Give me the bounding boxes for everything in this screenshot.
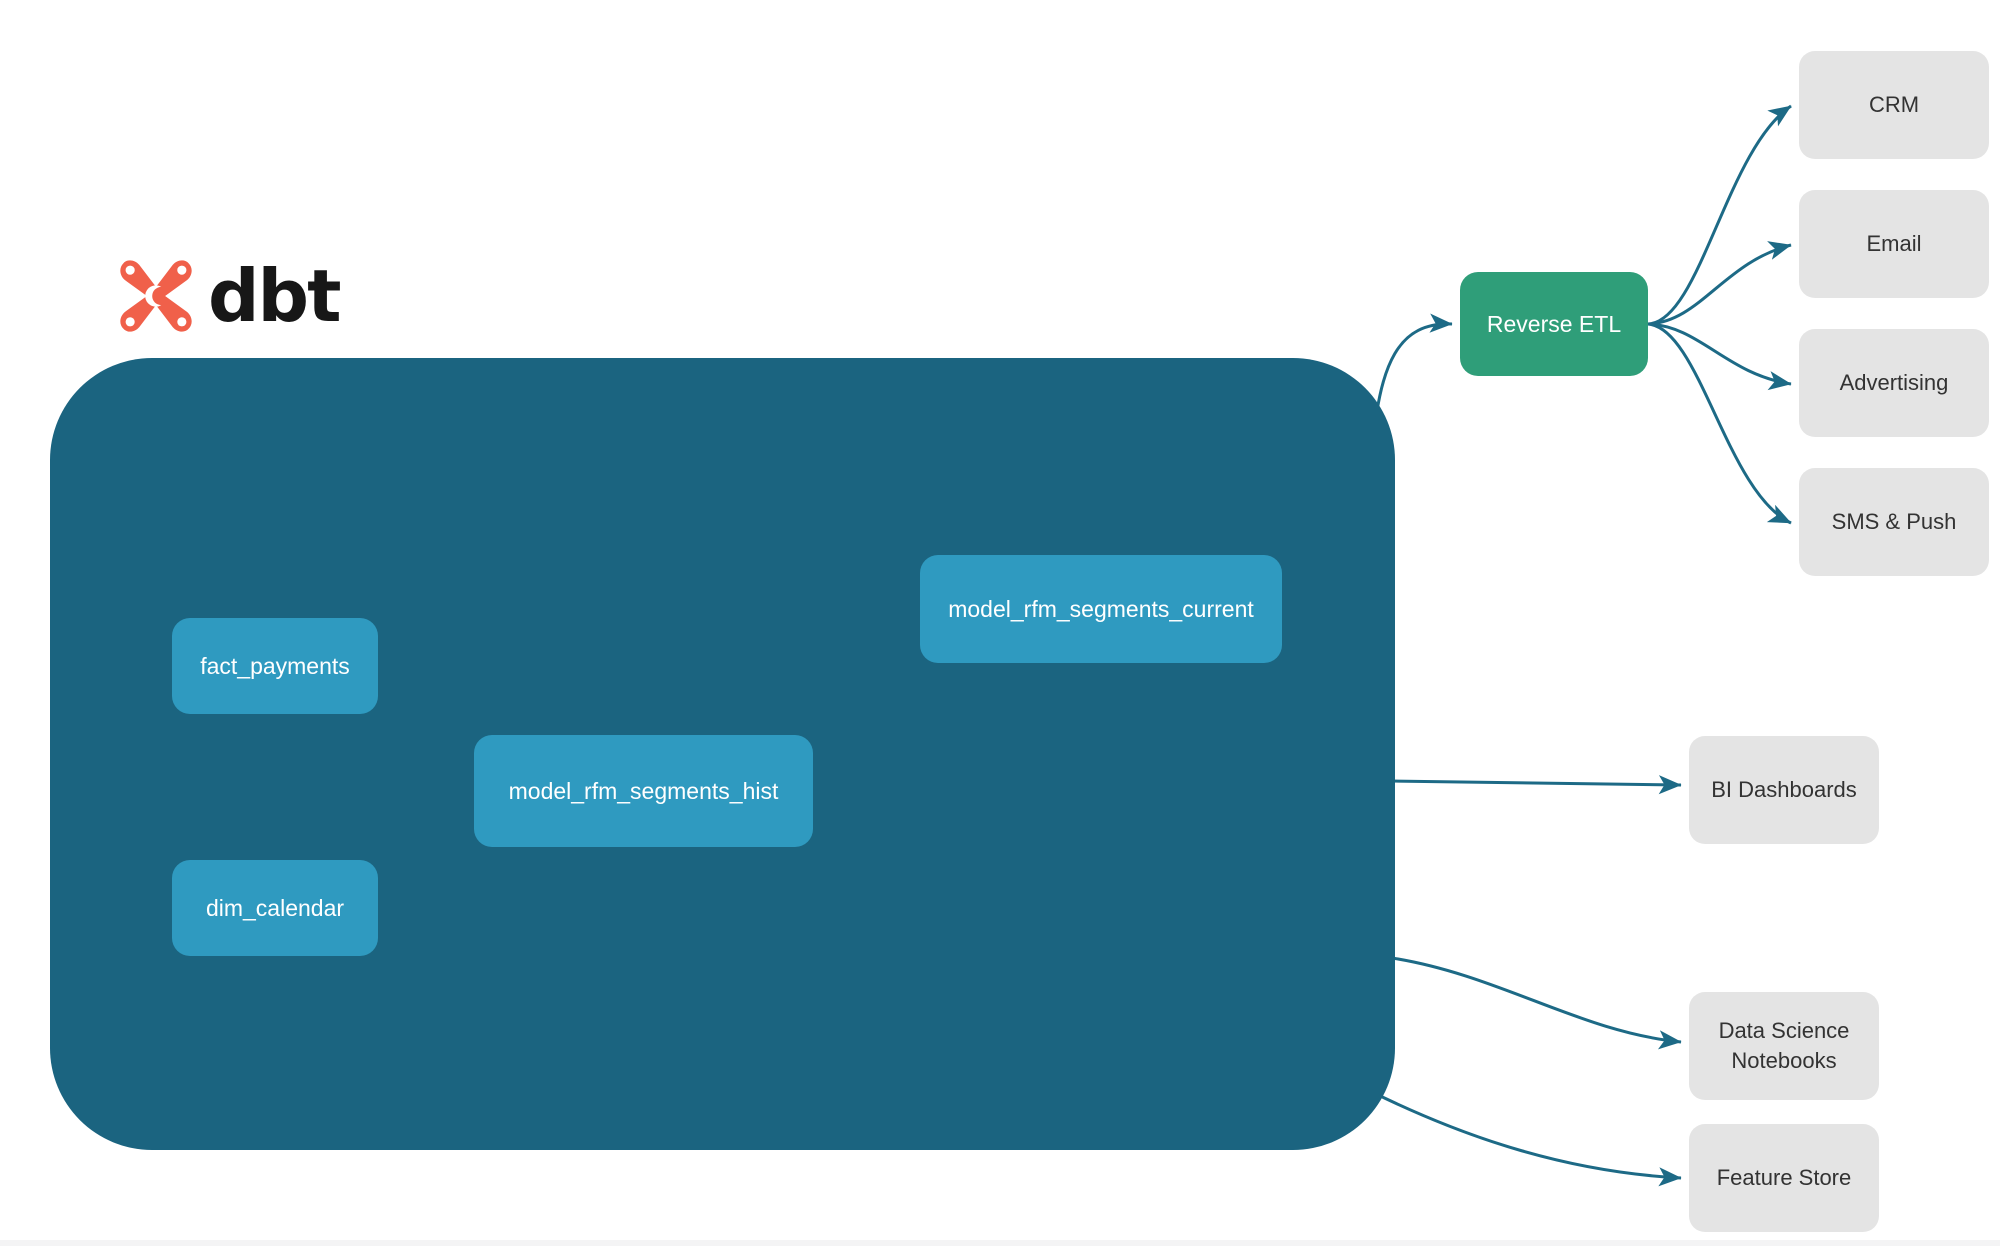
node-destination-crm[interactable]: CRM — [1799, 51, 1989, 159]
destination-label-line1: Data Science — [1718, 1018, 1850, 1043]
edge-to-bi-dashboards — [1391, 775, 1682, 795]
node-destination-data-science-notebooks[interactable]: Data Science Notebooks — [1689, 992, 1879, 1100]
edge-reverse-etl-to-sms-push — [1647, 322, 1792, 525]
node-model-rfm-segments-current[interactable]: model_rfm_segments_current — [920, 555, 1282, 663]
node-fact-payments[interactable]: fact_payments — [172, 618, 378, 714]
node-destination-advertising[interactable]: Advertising — [1799, 329, 1989, 437]
destination-label-line2: Notebooks — [1731, 1048, 1837, 1073]
edge-reverse-etl-to-email — [1647, 241, 1792, 326]
edge-reverse-etl-to-crm — [1647, 104, 1792, 326]
dbt-mark-icon — [120, 260, 192, 332]
node-model-rfm-segments-hist[interactable]: model_rfm_segments_hist — [474, 735, 813, 847]
edge-reverse-etl-to-advertising — [1647, 322, 1792, 391]
dbt-logo: dbt — [118, 254, 341, 338]
node-destination-feature-store[interactable]: Feature Store — [1689, 1124, 1879, 1232]
node-dim-calendar[interactable]: dim_calendar — [172, 860, 378, 956]
node-destination-email[interactable]: Email — [1799, 190, 1989, 298]
edge-to-data-science-notebooks — [1391, 956, 1682, 1050]
edge-to-feature-store — [1371, 1090, 1682, 1187]
node-destination-sms-push[interactable]: SMS & Push — [1799, 468, 1989, 576]
bottom-divider — [0, 1240, 2000, 1246]
node-reverse-etl[interactable]: Reverse ETL — [1460, 272, 1648, 376]
node-destination-bi-dashboards[interactable]: BI Dashboards — [1689, 736, 1879, 844]
dbt-wordmark: dbt — [208, 254, 341, 338]
